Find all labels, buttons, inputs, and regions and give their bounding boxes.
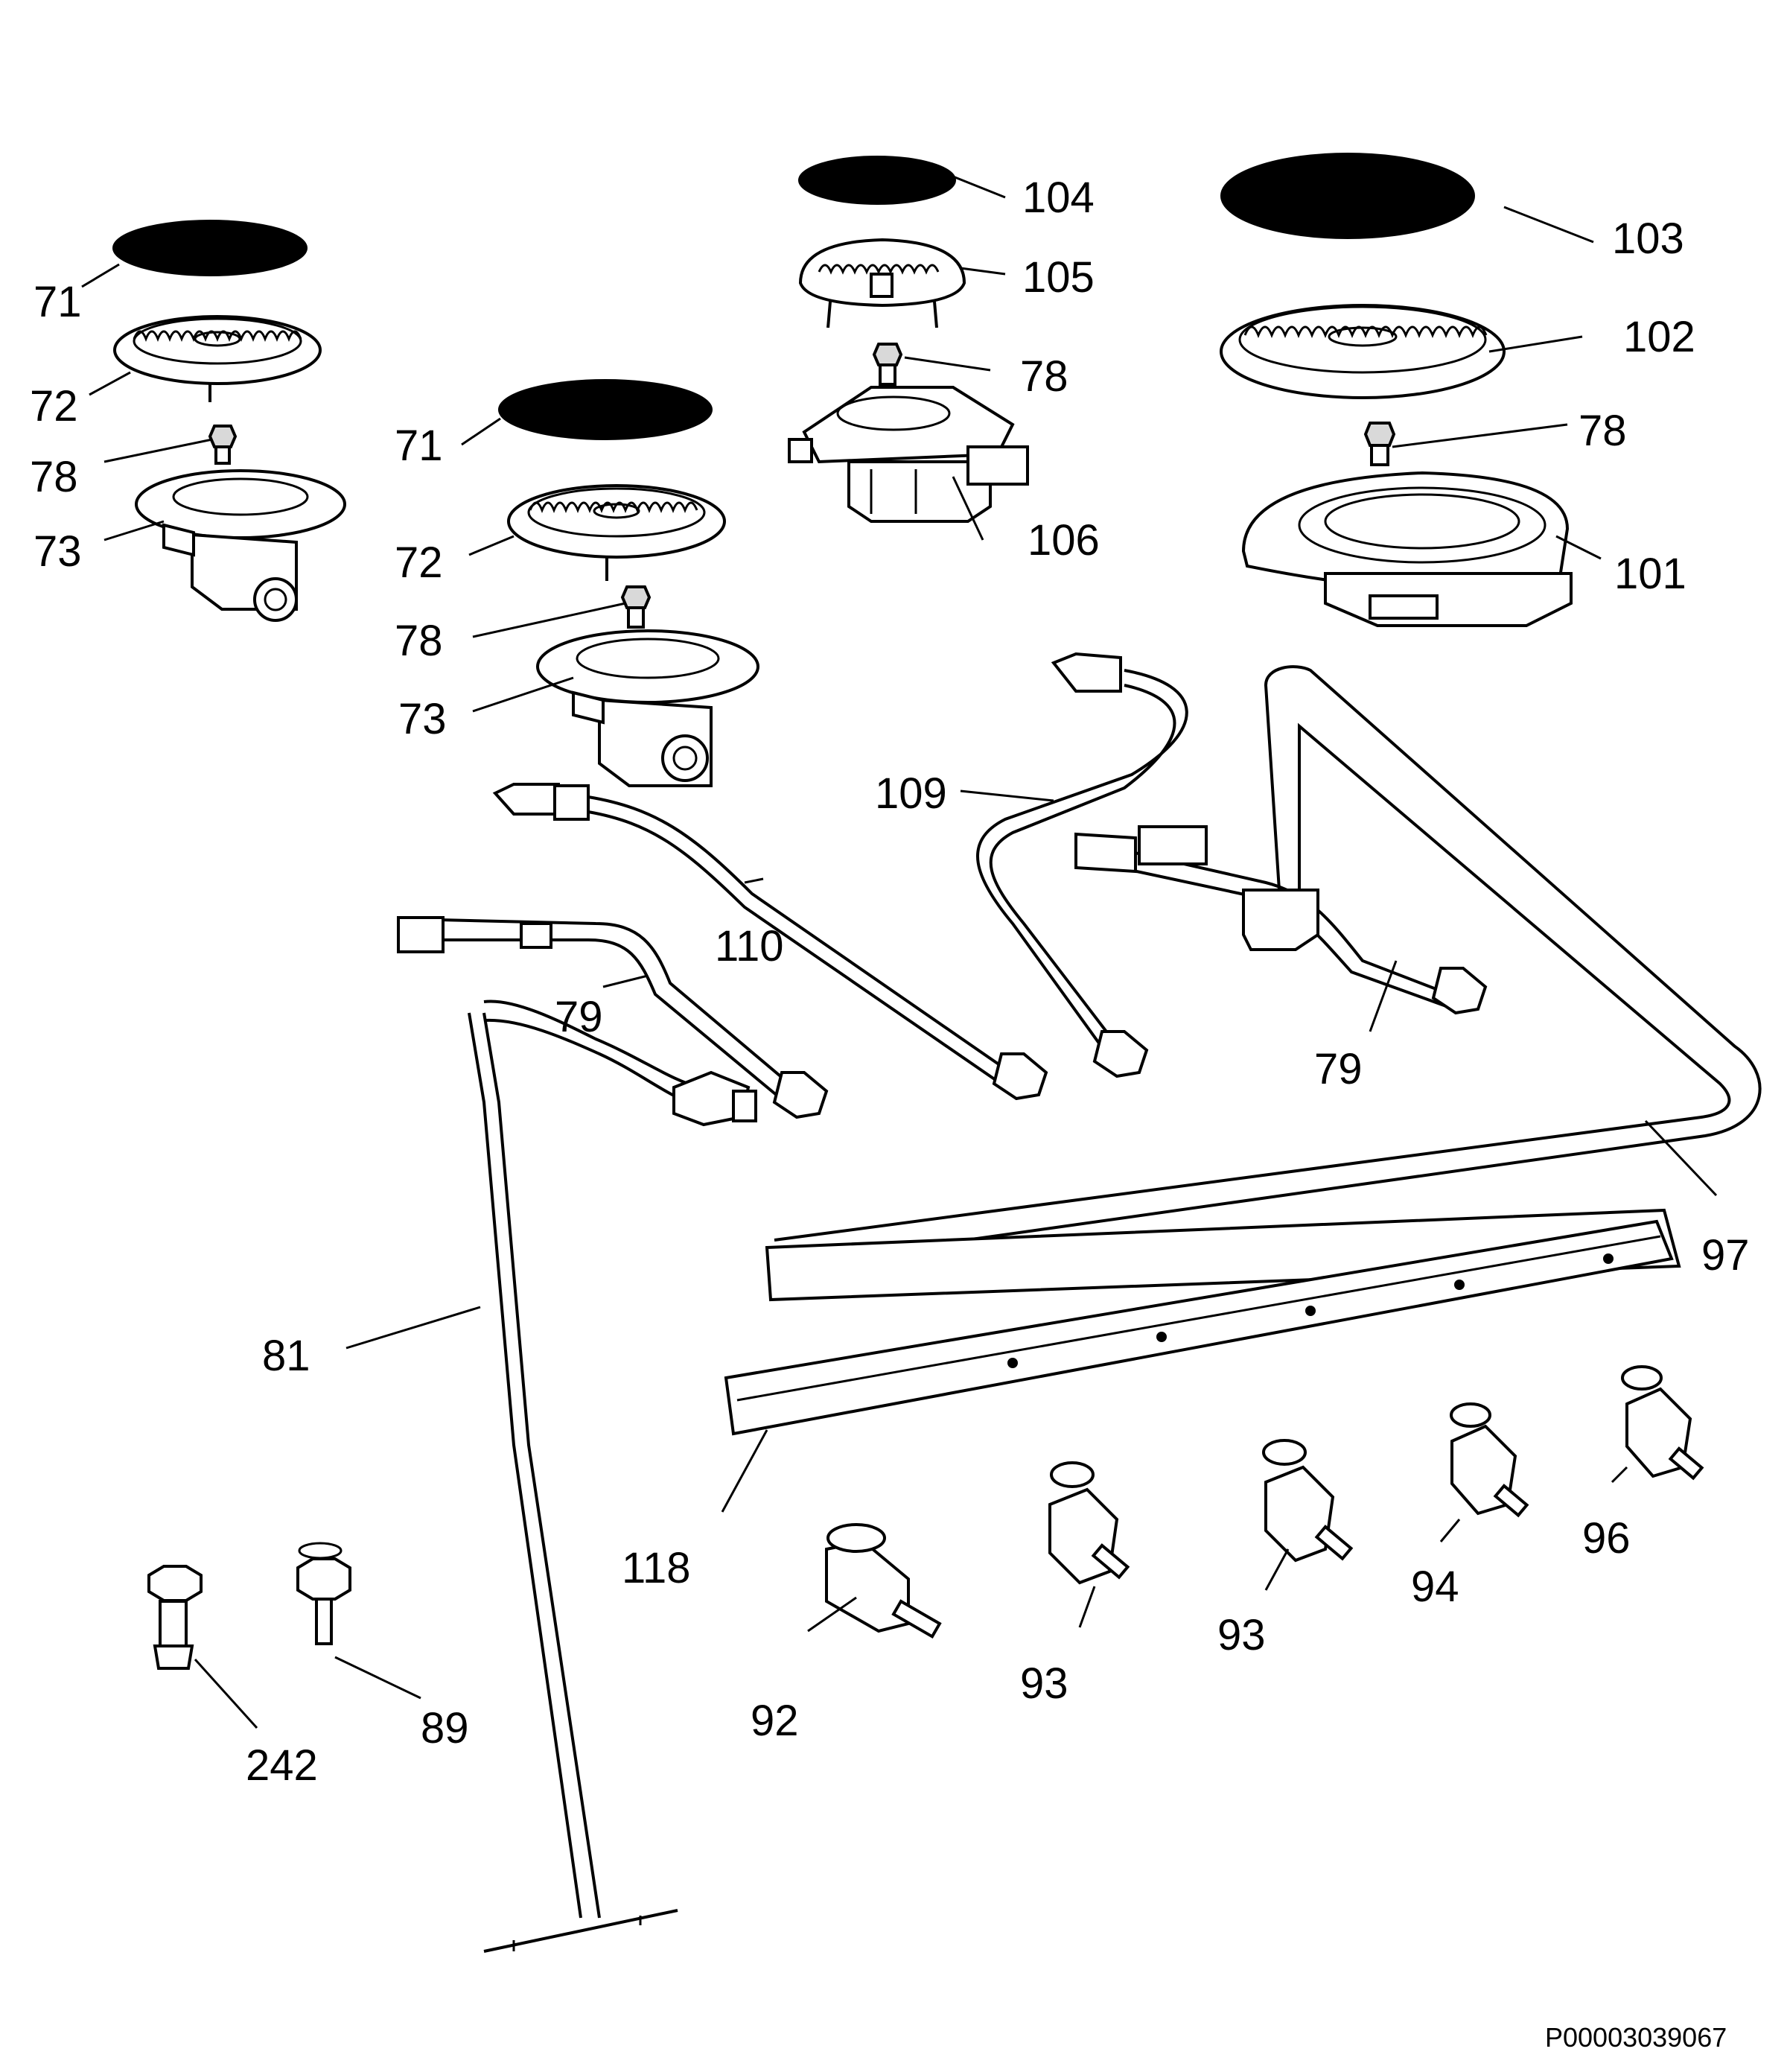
label-78-left: 78 <box>30 453 78 501</box>
label-93-a: 93 <box>1020 1659 1068 1708</box>
gas-pipe-110 <box>492 783 1048 1101</box>
gas-pipe-79-left <box>397 916 829 1119</box>
gas-tap-93-b <box>1262 1439 1354 1563</box>
manifold-bracket-118 <box>724 1208 1681 1436</box>
injector-78-left <box>208 425 238 465</box>
label-96: 96 <box>1582 1514 1631 1563</box>
gas-tap-92 <box>825 1523 942 1639</box>
burner-cap-71-middle <box>498 379 713 440</box>
label-78-middle: 78 <box>395 617 443 665</box>
label-101: 101 <box>1614 550 1686 598</box>
label-78-105: 78 <box>1020 352 1068 401</box>
gas-tap-94 <box>1450 1402 1529 1518</box>
burner-body-73-left <box>135 469 346 622</box>
burner-body-73-middle <box>536 629 759 787</box>
gas-tap-96 <box>1621 1365 1704 1481</box>
label-118: 118 <box>622 1544 690 1592</box>
flame-spreader-72-left <box>113 315 322 402</box>
gas-pipe-97 <box>774 665 1762 1268</box>
label-81: 81 <box>262 1332 310 1380</box>
label-72-left: 72 <box>30 382 78 430</box>
flame-spreader-72-middle <box>507 484 726 581</box>
injector-78-middle <box>620 585 652 629</box>
gas-tap-93-a <box>1048 1461 1130 1585</box>
label-79-right: 79 <box>1314 1045 1363 1093</box>
gas-pipe-81 <box>468 1000 757 1953</box>
flame-spreader-102 <box>1220 304 1506 399</box>
label-106: 106 <box>1028 516 1100 565</box>
document-id: P00003039067 <box>1545 2022 1727 2053</box>
label-72-middle: 72 <box>395 538 443 587</box>
label-71-middle: 71 <box>395 422 443 470</box>
fitting-242 <box>147 1565 203 1670</box>
fitting-89 <box>296 1542 351 1645</box>
leader-lines <box>81 174 1718 1729</box>
label-92: 92 <box>751 1697 799 1745</box>
burner-cap-104 <box>798 156 956 205</box>
label-79-left: 79 <box>555 993 603 1041</box>
burner-body-101 <box>1241 471 1573 627</box>
label-110: 110 <box>715 922 783 970</box>
burner-body-106 <box>788 386 1029 523</box>
burner-cap-103 <box>1220 153 1475 239</box>
label-109: 109 <box>875 769 947 818</box>
label-94: 94 <box>1411 1563 1459 1611</box>
label-102: 102 <box>1623 313 1695 361</box>
gas-pipe-109 <box>976 652 1188 1078</box>
injector-78-102 <box>1363 422 1396 466</box>
label-71-left: 71 <box>34 278 82 326</box>
label-73-left: 73 <box>34 527 82 576</box>
label-89: 89 <box>421 1704 469 1752</box>
label-78-102: 78 <box>1579 407 1627 455</box>
label-103: 103 <box>1612 214 1684 263</box>
label-93-b: 93 <box>1217 1611 1266 1659</box>
label-97: 97 <box>1701 1231 1750 1280</box>
flame-spreader-105 <box>798 238 966 328</box>
injector-78-105 <box>872 343 903 386</box>
label-242: 242 <box>246 1741 318 1790</box>
label-73-middle: 73 <box>398 695 447 743</box>
label-104: 104 <box>1022 174 1095 222</box>
label-105: 105 <box>1022 253 1095 302</box>
burner-cap-71-left <box>112 220 308 276</box>
